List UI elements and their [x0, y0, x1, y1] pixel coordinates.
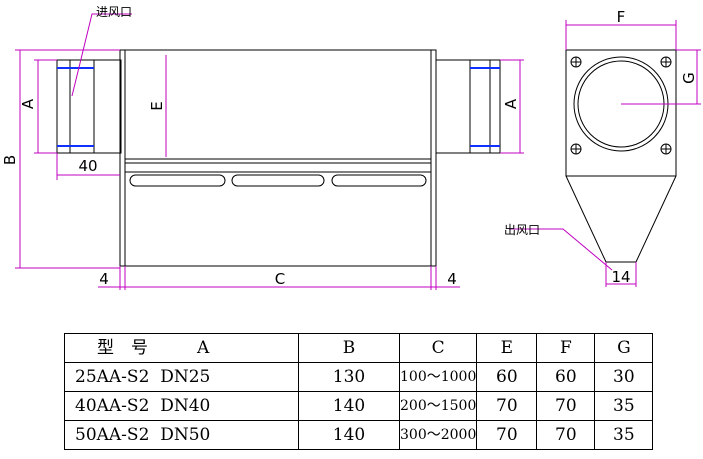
header-f: F	[536, 333, 596, 363]
front-view	[56, 49, 501, 267]
table-row: 25AA-S2 DN25 130 100～1000 60 60 30	[64, 362, 654, 392]
cell-model: 40AA-S2	[75, 396, 150, 416]
dim-g-label: G	[680, 72, 698, 84]
cell-c: 200～1500	[398, 391, 478, 421]
cell-model: 50AA-S2	[75, 425, 150, 445]
dim-e-label: E	[148, 101, 166, 110]
cell-g: 35	[594, 420, 654, 450]
header-model: 型 号	[97, 338, 148, 358]
side-body	[565, 49, 677, 263]
dim-b-label: B	[1, 155, 19, 165]
header-c: C	[398, 333, 478, 363]
dim-a-left-label: A	[19, 98, 37, 109]
table-row: 40AA-S2 DN40 140 200～1500 70 70 35	[64, 391, 654, 421]
outlet-pipe-right	[435, 59, 501, 154]
side-view	[565, 49, 677, 263]
cell-g: 35	[594, 391, 654, 421]
dim-a-right-label: A	[502, 98, 520, 109]
cell-c: 100～1000	[398, 362, 478, 392]
cell-g: 30	[594, 362, 654, 392]
bolt-icon	[570, 143, 582, 155]
cell-e: 70	[476, 420, 538, 450]
slot-2	[231, 174, 325, 187]
table-row: 50AA-S2 DN50 140 300～2000 70 70 35	[64, 420, 654, 450]
header-a: A	[197, 338, 210, 358]
cell-model: 25AA-S2	[75, 367, 150, 387]
flange-right	[430, 49, 437, 267]
outlet-label: 出风口	[504, 223, 540, 237]
header-e: E	[476, 333, 538, 363]
slot-3	[331, 174, 427, 187]
side-dimensions: F G 出风口 14	[504, 8, 701, 287]
cell-f: 70	[536, 420, 596, 450]
front-dimensions: 进风口 B A 40 E 4 C 4 A	[1, 5, 524, 290]
cell-a: DN40	[160, 396, 211, 416]
cell-a: DN50	[160, 425, 211, 445]
bolt-icon	[660, 56, 672, 68]
dim-4-right-label: 4	[447, 270, 457, 288]
cell-e: 70	[476, 391, 538, 421]
bolt-icon	[570, 56, 582, 68]
technical-drawing: 进风口 B A 40 E 4 C 4 A	[1, 5, 701, 290]
dim-c-label: C	[275, 270, 285, 288]
cell-f: 70	[536, 391, 596, 421]
dim-4-left-label: 4	[99, 270, 109, 288]
cell-f: 60	[536, 362, 596, 392]
main-body	[124, 49, 432, 267]
cell-a: DN25	[160, 367, 211, 387]
header-b: B	[298, 333, 400, 363]
cell-b: 130	[298, 362, 400, 392]
dim-14-label: 14	[611, 268, 630, 286]
cell-b: 140	[298, 420, 400, 450]
inlet-pipe-left	[56, 59, 122, 154]
dim-f-label: F	[617, 8, 626, 26]
spec-table: 型 号 A B C E F G 25AA-S2 DN25 130 100～1000…	[64, 333, 654, 450]
cell-b: 140	[298, 391, 400, 421]
slot-1	[129, 174, 226, 187]
dim-40-label: 40	[78, 157, 97, 175]
cell-c: 300～2000	[398, 420, 478, 450]
header-g: G	[594, 333, 654, 363]
inlet-label: 进风口	[96, 5, 132, 19]
cell-e: 60	[476, 362, 538, 392]
bolt-icon	[660, 143, 672, 155]
